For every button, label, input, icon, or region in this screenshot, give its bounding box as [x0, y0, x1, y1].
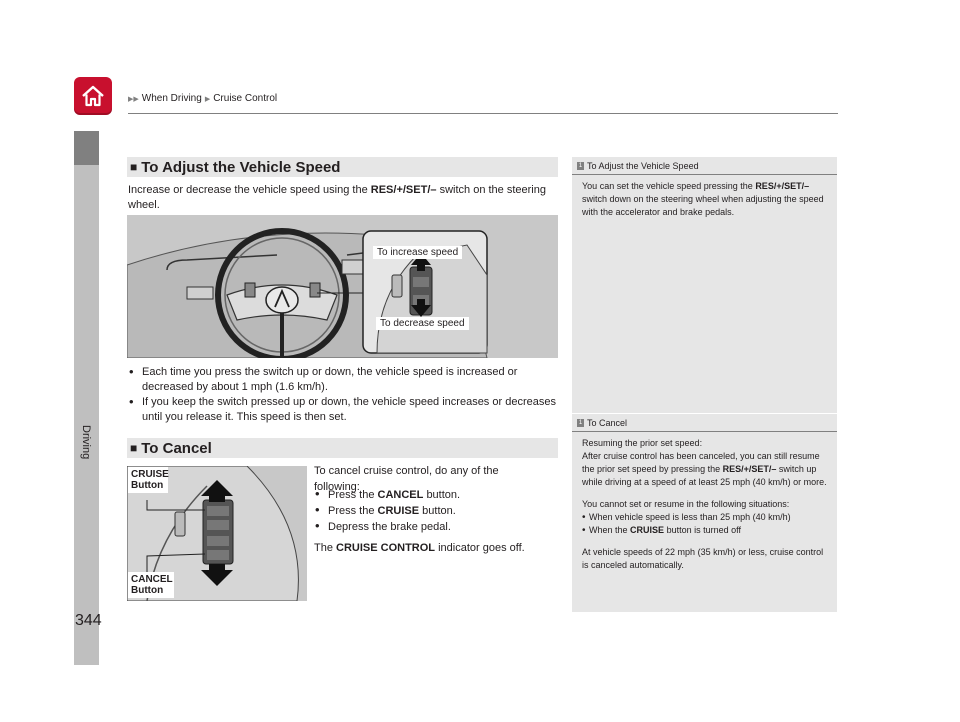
list-item: Press the CANCEL button.: [314, 486, 460, 503]
intro-text-end: switch on the steering wheel.: [128, 184, 546, 211]
breadcrumb-arrow-icon: ▶▶: [128, 95, 139, 103]
note-marker-icon: 1: [577, 162, 584, 170]
note-heading: 1 To Adjust the Vehicle Speed: [572, 157, 837, 175]
list-item: Each time you press the switch up or dow…: [128, 364, 556, 395]
section-title: To Cancel: [141, 439, 212, 457]
callout-decrease-speed: To decrease speed: [376, 317, 469, 330]
steering-wheel-illustration: [127, 215, 558, 358]
adjust-bullets: Each time you press the switch up or dow…: [128, 364, 556, 425]
indicator-note: The CRUISE CONTROL indicator goes off.: [314, 542, 525, 554]
chapter-label: Driving: [80, 425, 92, 460]
adjust-intro: Increase or decrease the vehicle speed u…: [128, 183, 560, 213]
note-heading: 1 To Cancel: [572, 414, 837, 432]
list-item: Press the CRUISE button.: [314, 502, 460, 519]
note-adjust: 1 To Adjust the Vehicle Speed You can se…: [572, 157, 837, 413]
square-bullet-icon: ■: [130, 441, 138, 455]
intro-text: Increase or decrease the vehicle speed u…: [128, 184, 368, 196]
note-marker-icon: 1: [577, 419, 584, 427]
list-item: When the CRUISE button is turned off: [582, 524, 827, 537]
list-item: When vehicle speed is less than 25 mph (…: [582, 511, 827, 524]
home-button[interactable]: [74, 77, 112, 115]
cancel-options: Press the CANCEL button. Press the CRUIS…: [314, 486, 460, 535]
section-heading-adjust: ■ To Adjust the Vehicle Speed: [127, 157, 558, 177]
list-item: If you keep the switch pressed up or dow…: [128, 394, 556, 425]
section-title: To Adjust the Vehicle Speed: [141, 158, 341, 176]
page-number: 344: [75, 612, 102, 629]
section-heading-cancel: ■ To Cancel: [127, 438, 558, 458]
note-cancel: 1 To Cancel Resuming the prior set speed…: [572, 414, 837, 612]
callout-cruise-button: CRUISE Button: [128, 467, 169, 493]
square-bullet-icon: ■: [130, 160, 138, 174]
switch-name: RES/+/SET/–: [370, 184, 437, 196]
breadcrumb: ▶▶ When Driving ▶ Cruise Control: [128, 93, 277, 104]
steering-wheel-drawing: [127, 228, 488, 358]
chapter-tab-marker: [74, 131, 99, 165]
chapter-tab[interactable]: [74, 131, 99, 665]
breadcrumb-item[interactable]: When Driving: [141, 93, 202, 104]
breadcrumb-arrow-icon: ▶: [204, 95, 211, 103]
note-body: Resuming the prior set speed: After crui…: [572, 432, 837, 580]
home-icon: [82, 85, 104, 107]
note-body: You can set the vehicle speed pressing t…: [582, 181, 824, 217]
callout-increase-speed: To increase speed: [373, 246, 463, 259]
header-divider: [128, 113, 838, 114]
callout-cancel-button: CANCEL Button: [128, 572, 174, 598]
list-item: Depress the brake pedal.: [314, 518, 460, 535]
breadcrumb-item[interactable]: Cruise Control: [213, 93, 278, 104]
